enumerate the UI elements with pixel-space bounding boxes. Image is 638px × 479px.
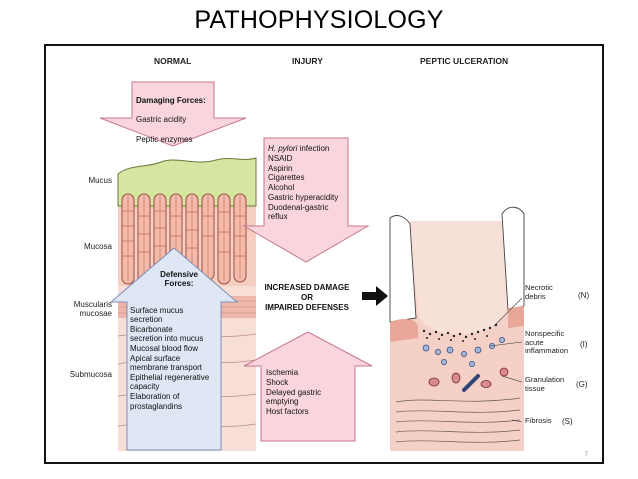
defensive-item: Elaboration of — [130, 391, 180, 401]
injury-item: NSAID — [268, 153, 293, 163]
ulcer-tissue-illustration — [389, 206, 525, 451]
defensive-forces-arrow — [109, 247, 239, 451]
layer-label-submucosa: Submucosa — [69, 370, 112, 379]
damaging-forces-title: Damaging Forces: — [136, 95, 206, 105]
code-necrotic: (N) — [578, 291, 590, 300]
defensive-item: Bicarbonate — [130, 324, 173, 334]
defensive-item: membrane transport — [130, 363, 203, 373]
defensive-item: secretion — [130, 315, 163, 325]
damaging-forces-text: Damaging Forces: Gastric acidity Peptic … — [136, 86, 214, 145]
injury-factors-list: H. pylori infection NSAID Aspirin Cigare… — [268, 144, 339, 222]
defensive-item: Apical surface — [130, 353, 181, 363]
injury-item: Alcohol — [268, 183, 295, 192]
defensive-item: Epithelial regenerative — [130, 372, 210, 382]
column-header-normal: NORMAL — [154, 56, 192, 66]
injury-item: reflux — [268, 212, 288, 222]
diagram-drawing — [99, 81, 525, 451]
center-message: INCREASED DAMAGE OR IMPAIRED DEFENSES — [264, 283, 350, 312]
label-necrotic-debris: Necrotic debris — [525, 283, 553, 301]
injury-item: Cigarettes — [268, 173, 305, 183]
damaging-forces-arrow — [99, 81, 247, 147]
defensive-item: Mucosal blood flow — [130, 343, 199, 353]
slide-title: PATHOPHYSIOLOGY — [194, 6, 444, 34]
label-granulation: Granulation tissue — [525, 375, 565, 393]
damaging-item: Peptic enzymes — [136, 134, 193, 144]
host-item: Host factors — [266, 407, 309, 416]
label-fibrosis: Fibrosis — [525, 416, 552, 425]
injury-item: Duodenal-gastric — [268, 202, 329, 212]
column-header-injury: INJURY — [292, 56, 323, 66]
defensive-item: Surface mucus — [130, 305, 184, 315]
host-factors-arrow — [243, 331, 373, 442]
layer-label-mucus: Mucus — [88, 176, 112, 185]
progression-arrow — [362, 286, 388, 306]
host-item: Shock — [266, 377, 289, 387]
diagram-frame: NORMAL INJURY PEPTIC ULCERATION Mucus Mu… — [44, 44, 604, 464]
injury-item: Aspirin — [268, 163, 293, 173]
label-inflammation: Nonspecific acute inflammation — [525, 329, 569, 356]
damaging-item: Gastric acidity — [136, 115, 187, 125]
host-factors-list: Ischemia Shock Delayed gastric emptying … — [266, 368, 352, 417]
column-header-ulcer: PEPTIC ULCERATION — [420, 56, 509, 66]
code-fibrosis: (S) — [562, 417, 573, 426]
defensive-item: prostaglandins — [130, 401, 183, 411]
code-granulation: (G) — [576, 380, 588, 389]
injury-factors-arrow — [242, 137, 370, 263]
injury-item-hpylori: H. pylori — [268, 144, 298, 153]
defensive-item: secretion into mucus — [130, 334, 204, 344]
defensive-forces-title: Defensive Forces: — [160, 270, 198, 289]
defensive-item: capacity — [130, 382, 160, 392]
layer-label-muscularis: Muscularis mucosae — [73, 300, 112, 319]
defensive-forces-list: Surface mucus secretion Bicarbonate secr… — [130, 296, 222, 411]
host-item: emptying — [266, 397, 299, 407]
host-item: Ischemia — [266, 368, 299, 377]
layer-label-mucosa: Mucosa — [83, 242, 112, 251]
host-item: Delayed gastric — [266, 387, 322, 397]
injury-item: Gastric hyperacidity — [268, 192, 339, 202]
page-number: 7 — [584, 452, 588, 458]
code-inflammation: (I) — [580, 340, 588, 349]
